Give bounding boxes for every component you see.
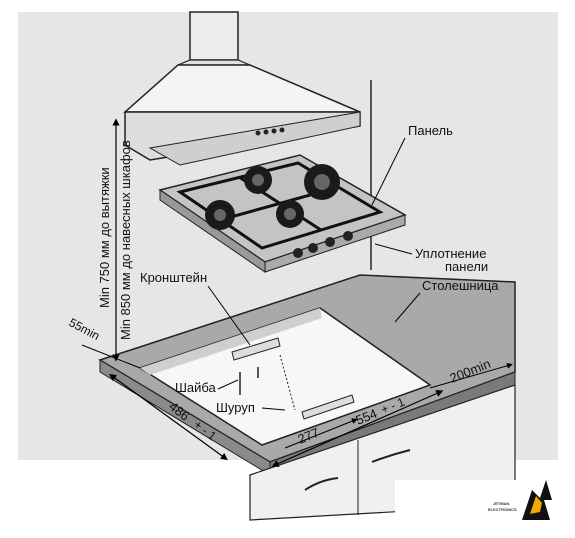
knob-icon (308, 243, 318, 253)
worktop-label: Столешница (422, 278, 499, 293)
hood-button-icon (255, 130, 261, 136)
hood-button-icon (263, 129, 269, 135)
dim-486-line (109, 373, 228, 461)
logo-line2: ELECTRONICS (488, 507, 517, 512)
hood-button-icon (279, 127, 285, 133)
hood-button-icon (271, 128, 277, 134)
washer-label: Шайба (175, 380, 217, 395)
knob-icon (343, 231, 353, 241)
logo-line1: JETMAN (493, 501, 510, 506)
seal-label-line2: панели (445, 259, 488, 274)
seal-label-line1: Уплотнение (415, 246, 486, 261)
jetman-logo: JETMAN ELECTRONICS (395, 480, 557, 538)
cabinet-min-850-label: Min 850 мм до навесных шкафов (118, 140, 133, 340)
screw-label: Шуруп (216, 400, 255, 415)
right-wall-line (370, 80, 372, 270)
knob-icon (325, 237, 335, 247)
panel-label: Панель (408, 123, 453, 138)
hood-min-750-label: Min 750 мм до вытяжки (97, 167, 112, 308)
range-hood (123, 11, 361, 166)
dim-554-line (271, 390, 444, 467)
bracket-label: Кронштейн (140, 270, 207, 285)
knob-icon (293, 248, 303, 258)
gas-hob (158, 154, 407, 273)
